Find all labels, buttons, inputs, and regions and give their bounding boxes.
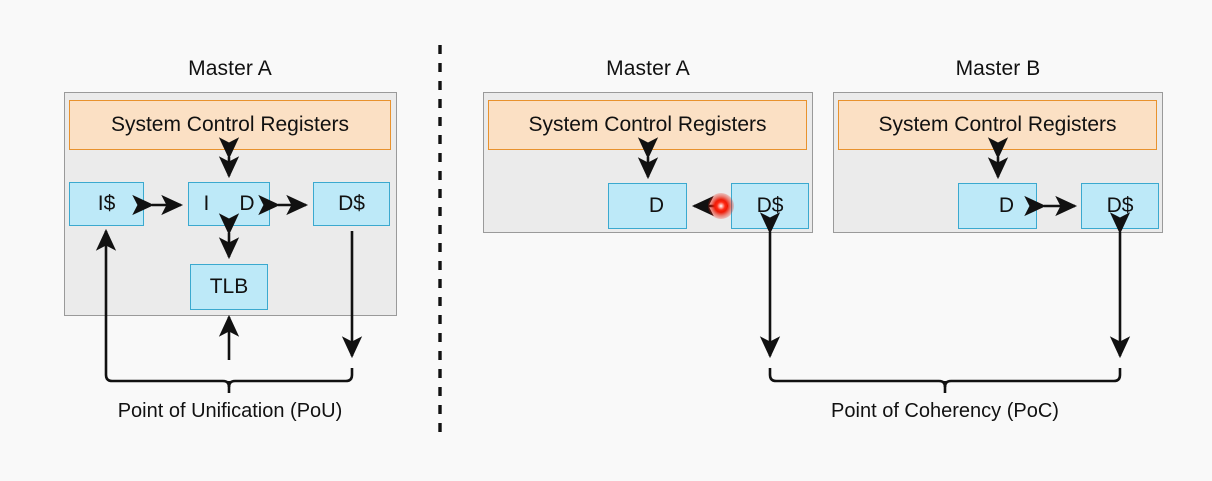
laser-pointer-dot [708,193,734,219]
left-icache-label: I$ [97,192,116,215]
right-masterA-dcache-label: D$ [756,194,784,217]
right-masterB-d-box: D [958,183,1037,229]
right-masterA-dcache-box: D$ [731,183,809,229]
left-dcache-label: D$ [338,192,365,215]
right-masterB-dcache-box: D$ [1081,183,1159,229]
poc-bracket-label: Point of Coherency (PoC) [831,400,1059,422]
left-id-d-label: D [239,192,255,215]
left-id-i-label: I [203,192,210,215]
poc-bracket [768,368,1122,388]
left-master-title: Master A [188,57,272,80]
right-masterB-d-label: D [998,194,1014,217]
left-tlb-label: TLB [209,275,249,298]
left-tlb-box: TLB [190,264,268,310]
right-masterA-system-control-registers: System Control Registers [488,100,807,150]
left-system-control-registers: System Control Registers [69,100,391,150]
pou-bracket-label: Point of Unification (PoU) [117,400,343,422]
right-masterB-system-control-registers: System Control Registers [838,100,1157,150]
right-masterA-title: Master A [606,57,690,80]
right-masterA-d-label: D [648,194,664,217]
left-id-box: I D [188,182,270,226]
left-icache-box: I$ [69,182,144,226]
right-masterB-title: Master B [955,57,1041,80]
right-masterA-d-box: D [608,183,687,229]
left-dcache-box: D$ [313,182,390,226]
right-masterB-dcache-label: D$ [1106,194,1134,217]
pou-bracket [104,368,354,388]
